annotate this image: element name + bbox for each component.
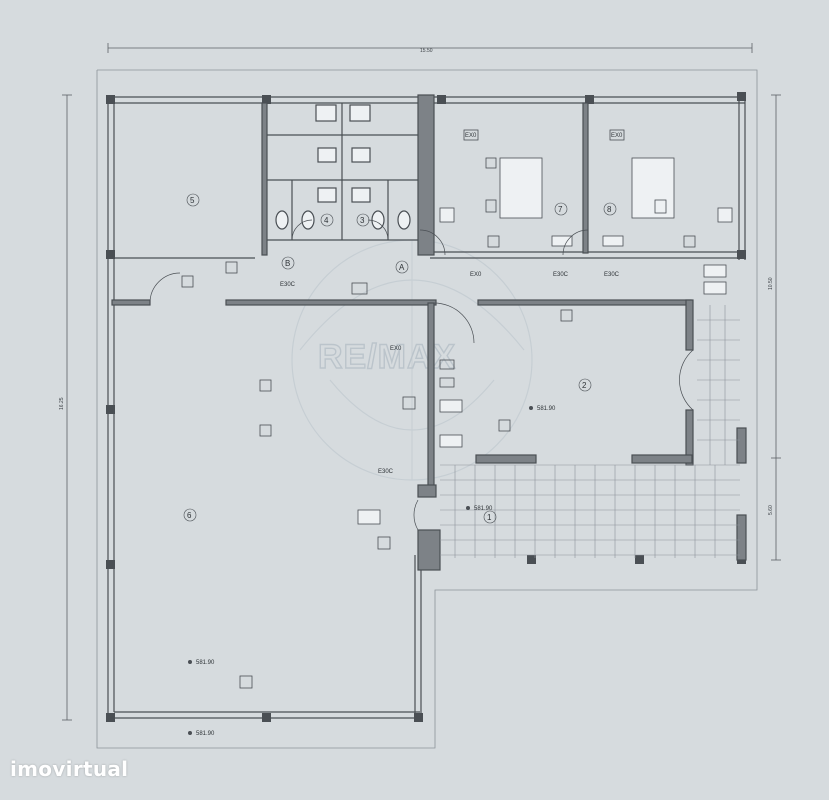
dim-total-height: 16.25: [59, 397, 65, 410]
exit-label-hall: EX0: [390, 346, 402, 352]
dimension-lines: [62, 43, 781, 721]
room-label-2: 2: [582, 381, 587, 390]
exit-label-ext-7: E30C: [553, 272, 569, 278]
room-label-6: 6: [187, 511, 192, 520]
exit-labels: E30C EX0 E30C E30C EX0 E30C EX0 EX0: [280, 133, 623, 475]
exit-label-ext-8: E30C: [604, 272, 620, 278]
room-labels: 5 6 2 1 7 8 4 3 A B: [183, 193, 617, 524]
electrical-symbols: [181, 129, 696, 689]
exit-label-left: E30C: [280, 282, 296, 288]
terrace-grid: [440, 305, 740, 558]
site-outline: [96, 69, 758, 749]
bathroom-block: [267, 103, 418, 241]
room-label-3: 3: [360, 216, 365, 225]
watermark-text: RE/MAX: [318, 338, 456, 376]
interior-walls: [111, 94, 747, 571]
dim-right-lower: 5.60: [768, 505, 774, 515]
level-room6: 581.90: [196, 660, 215, 666]
room-fixtures: [357, 157, 733, 525]
room-label-1: 1: [487, 513, 492, 522]
room-label-8: 8: [607, 205, 612, 214]
room-label-7: 7: [558, 205, 563, 214]
level-room2: 581.90: [537, 406, 556, 412]
exit-label-room7: EX0: [465, 133, 477, 139]
room-label-a: A: [399, 263, 405, 272]
exit-label-ext-a: EX0: [470, 272, 482, 278]
dim-right-upper: 10.50: [768, 277, 774, 290]
room-label-b: B: [285, 259, 290, 268]
room-label-4: 4: [324, 216, 329, 225]
level-room1: 581.90: [474, 506, 493, 512]
door-swings: [149, 229, 694, 531]
dim-total-width: 15.50: [420, 48, 433, 54]
room-label-5: 5: [190, 196, 195, 205]
brand-logo: imovirtual: [10, 757, 129, 781]
level-bottom: 581.90: [196, 731, 215, 737]
exit-label-room8: EX0: [611, 133, 623, 139]
level-markers: 581.90 581.90 581.90 581.90: [188, 406, 556, 737]
exit-label-center: E30C: [378, 469, 394, 475]
